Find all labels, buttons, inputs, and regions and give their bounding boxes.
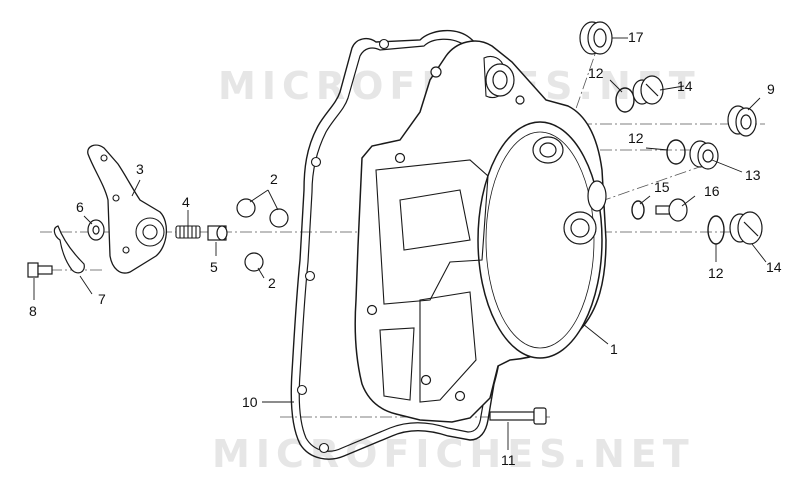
callout-15: 15	[654, 179, 670, 195]
callout-14-upper: 14	[677, 78, 693, 94]
callout-7: 7	[98, 291, 106, 307]
callout-6: 6	[76, 199, 84, 215]
callout-8: 8	[29, 303, 37, 319]
part-14-plug-b	[729, 211, 763, 245]
part-9-seal	[727, 105, 757, 137]
part-15-washer	[631, 200, 645, 220]
callout-9: 9	[767, 81, 775, 97]
callout-13: 13	[745, 167, 761, 183]
callout-4: 4	[182, 194, 190, 210]
callout-12-upper: 12	[588, 65, 604, 81]
callout-2-lower: 2	[268, 275, 276, 291]
part-5-bush	[207, 225, 228, 241]
callout-11: 11	[501, 452, 516, 468]
leader-lines	[33, 37, 767, 450]
callout-12-lower: 12	[708, 265, 724, 281]
callout-14-lower: 14	[766, 259, 782, 275]
watermark-bottom: MICROFICHES.NET	[212, 432, 695, 476]
part-3-lever	[87, 144, 167, 274]
part-2-balls	[236, 198, 289, 272]
part-4-spring	[175, 225, 201, 239]
callout-12-middle: 12	[628, 130, 644, 146]
part-8-screw	[27, 262, 53, 278]
callout-16: 16	[704, 183, 720, 199]
part-11-bolt	[489, 407, 547, 425]
callout-5: 5	[210, 259, 218, 275]
callout-3: 3	[136, 161, 144, 177]
part-14-plug-a	[632, 75, 664, 105]
part-6-washer	[87, 219, 105, 241]
part-16-screw	[655, 198, 688, 222]
callout-1: 1	[610, 341, 618, 357]
part-12-oring-b	[666, 139, 686, 165]
part-17-seal	[579, 21, 613, 55]
part-7-clip	[53, 225, 85, 274]
callout-2-upper: 2	[270, 171, 278, 187]
part-12-oring-c	[707, 215, 725, 245]
part-13-plug	[689, 140, 719, 170]
callout-17: 17	[628, 29, 644, 45]
part-12-oring-a	[615, 87, 635, 113]
callout-10: 10	[242, 394, 258, 410]
